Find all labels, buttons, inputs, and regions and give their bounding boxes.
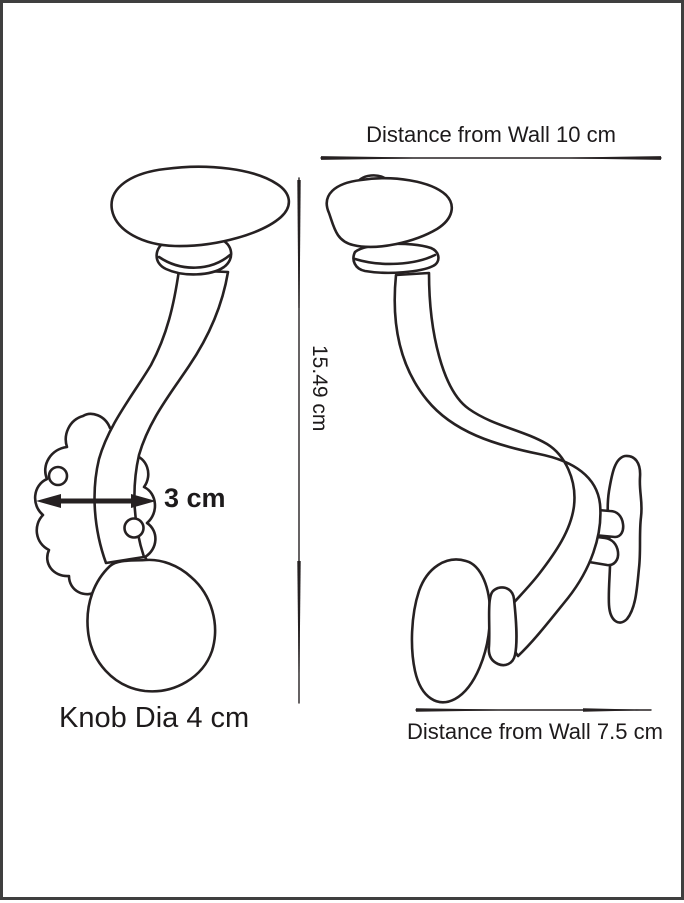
right-hook-lower-collar: [487, 586, 518, 667]
right-hook-arm: [393, 271, 602, 658]
plate-width-label: 3 cm: [164, 483, 226, 513]
right-hook-lower-knob: [410, 558, 492, 704]
left-hook-bottom-knob: [86, 558, 217, 693]
dimension-line-top: [320, 156, 662, 160]
screw-hole-lower: [123, 517, 145, 539]
left-hook-top-knob: [110, 165, 291, 248]
right-hook-plate-edge: [606, 454, 643, 624]
top-dimension-label: Distance from Wall 10 cm: [366, 122, 616, 147]
dimension-arrow-3cm: [36, 494, 156, 508]
dimension-line-bottom: [415, 708, 652, 712]
right-hook-top-knob: [325, 176, 454, 249]
right-hook-collar: [352, 242, 440, 275]
left-hook-front-view: [33, 165, 291, 693]
right-hook-side-view: [325, 174, 643, 704]
bottom-dimension-label: Distance from Wall 7.5 cm: [407, 719, 663, 744]
knob-diameter-label: Knob Dia 4 cm: [59, 702, 250, 734]
hook-diagram: [33, 156, 662, 712]
dimension-line-height: [297, 177, 301, 704]
left-hook-stem: [93, 268, 230, 565]
height-dimension-label: 15.49 cm: [308, 345, 331, 432]
screw-hole-upper: [47, 465, 69, 487]
